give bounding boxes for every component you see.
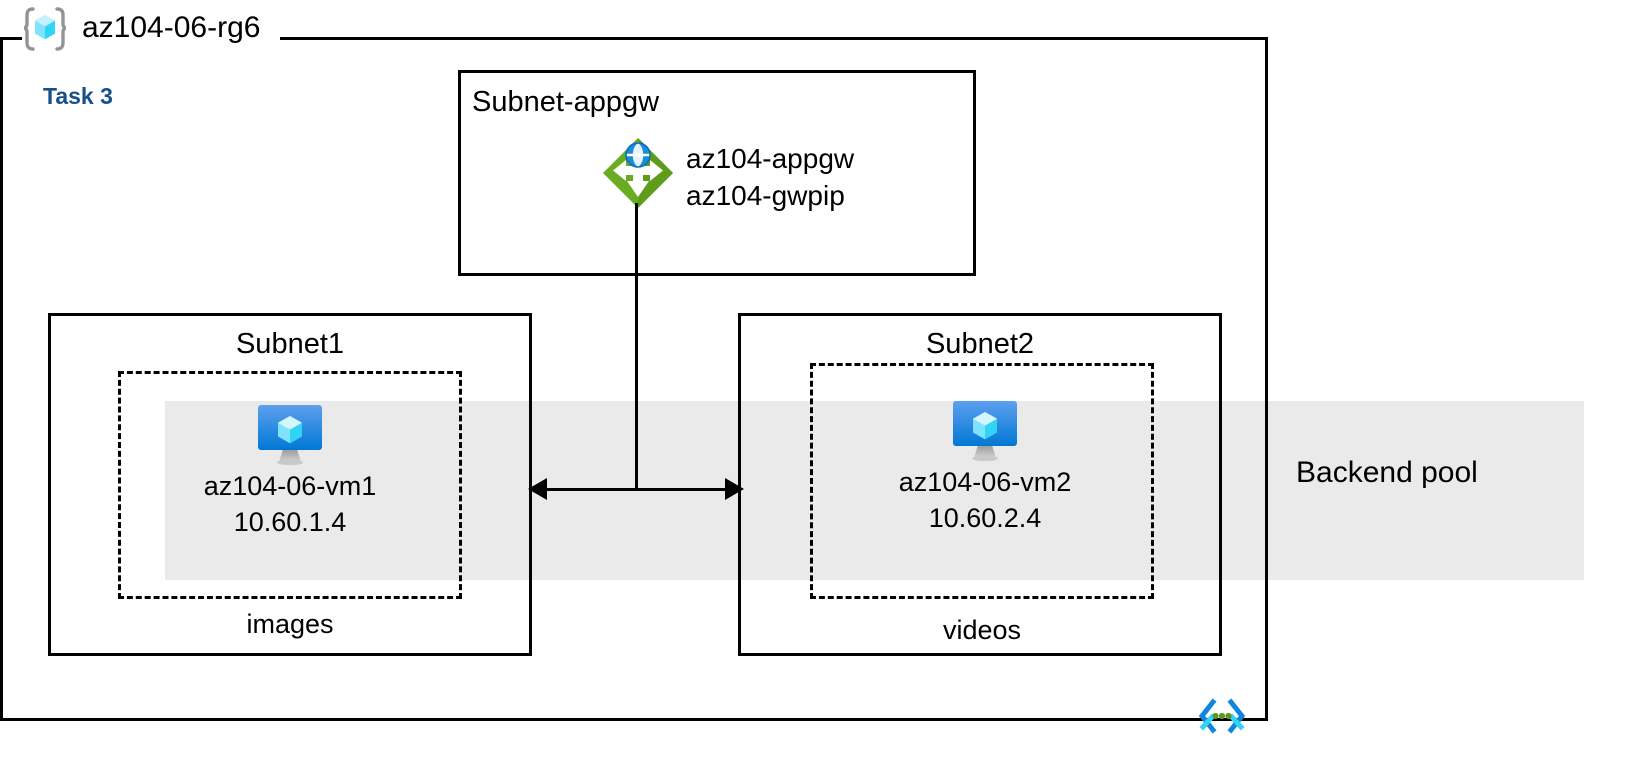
backend-pool-label: Backend pool bbox=[1296, 456, 1478, 489]
resource-group-border-left bbox=[0, 37, 3, 721]
subnet1-box bbox=[48, 313, 532, 656]
connector-arrow-left bbox=[528, 478, 547, 500]
task-label: Task 3 bbox=[43, 83, 113, 109]
backend-pool-band bbox=[165, 401, 1584, 580]
vm1-name: az104-06-vm1 bbox=[203, 471, 377, 501]
subnet2-box bbox=[738, 313, 1222, 656]
resource-group-border-bottom bbox=[0, 718, 1268, 721]
subnet1-title: Subnet1 bbox=[235, 328, 345, 360]
resource-group-icon bbox=[23, 7, 67, 51]
appgw-name: az104-appgw bbox=[686, 143, 855, 174]
virtual-machine-icon bbox=[953, 401, 1017, 462]
subnet-appgw-box bbox=[458, 70, 976, 276]
subnet1-asg-boundary bbox=[118, 371, 462, 599]
subnet1-asg-label: images bbox=[246, 609, 334, 639]
subnet2-asg-boundary bbox=[810, 363, 1154, 599]
vm1-ip: 10.60.1.4 bbox=[233, 507, 347, 537]
virtual-machine-icon bbox=[258, 405, 322, 466]
appgw-resource-names: az104-appgw az104-gwpip bbox=[686, 140, 854, 214]
vm2-name: az104-06-vm2 bbox=[898, 467, 1072, 497]
vm1-node: az104-06-vm1 10.60.1.4 bbox=[163, 402, 417, 540]
appgw-connector-vertical bbox=[635, 203, 638, 491]
virtual-network-icon bbox=[1198, 698, 1246, 734]
vm2-node: az104-06-vm2 10.60.2.4 bbox=[858, 398, 1112, 536]
appgw-connector-horizontal bbox=[532, 488, 740, 491]
application-gateway-icon bbox=[603, 138, 673, 208]
subnet-appgw-title: Subnet-appgw bbox=[472, 86, 660, 118]
resource-group-border-top bbox=[280, 37, 1268, 40]
subnet2-asg-label: videos bbox=[942, 615, 1022, 645]
vm2-ip: 10.60.2.4 bbox=[928, 503, 1042, 533]
subnet2-title: Subnet2 bbox=[925, 328, 1035, 360]
gwpip-name: az104-gwpip bbox=[686, 180, 845, 211]
resource-group-border-top-stub bbox=[0, 37, 22, 40]
resource-group-border-right bbox=[1265, 37, 1268, 721]
resource-group-title: az104-06-rg6 bbox=[82, 11, 261, 44]
